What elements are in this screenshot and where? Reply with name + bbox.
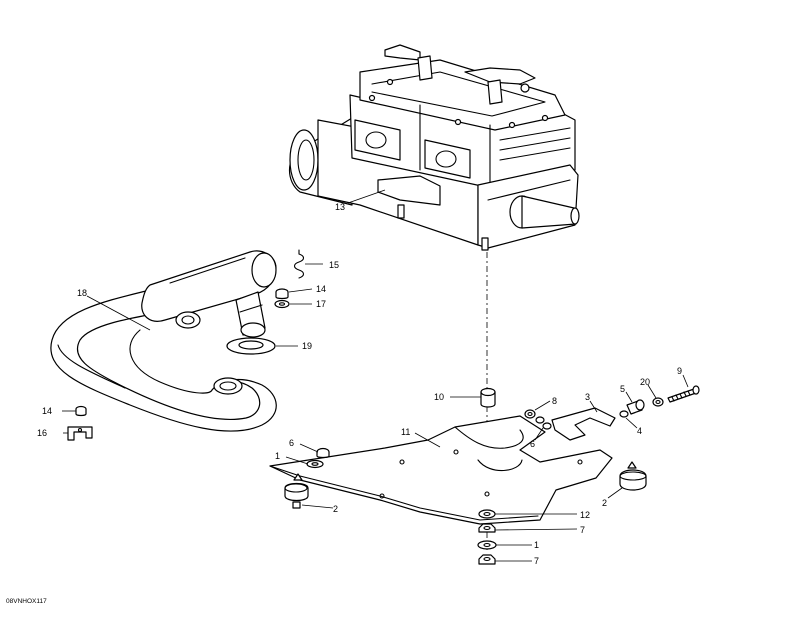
washer-part-1-center[interactable] bbox=[477, 540, 497, 550]
callout-6-left: 6 bbox=[289, 438, 294, 448]
callout-7-upper: 7 bbox=[580, 525, 585, 535]
ring-part-4[interactable] bbox=[619, 410, 629, 418]
callout-5: 5 bbox=[620, 384, 625, 394]
callout-1-center: 1 bbox=[534, 540, 539, 550]
spring-part-15[interactable] bbox=[293, 249, 305, 279]
muffler-assembly[interactable] bbox=[50, 250, 277, 432]
callout-14-left: 14 bbox=[42, 406, 52, 416]
callout-8: 8 bbox=[552, 396, 557, 406]
callout-16: 16 bbox=[37, 428, 47, 438]
callout-labels: 13 15 14 17 19 18 14 16 10 11 6 1 2 8 6 … bbox=[6, 202, 682, 605]
engine-assembly[interactable] bbox=[288, 44, 580, 251]
washer-part-17[interactable] bbox=[274, 299, 290, 309]
washer-part-6-right[interactable] bbox=[535, 416, 552, 430]
bolt-part-14-top[interactable] bbox=[275, 288, 289, 300]
nut-part-7-lower[interactable] bbox=[478, 554, 496, 565]
callout-15: 15 bbox=[329, 260, 339, 270]
engine-support-plate[interactable] bbox=[269, 415, 613, 525]
callout-4: 4 bbox=[637, 426, 642, 436]
callout-3: 3 bbox=[585, 392, 590, 402]
callout-9: 9 bbox=[677, 366, 682, 376]
bracket-part-16[interactable] bbox=[67, 426, 93, 441]
rubber-mount-part-2-left[interactable] bbox=[284, 473, 309, 509]
bracket-part-3[interactable] bbox=[551, 407, 616, 441]
callout-2-right: 2 bbox=[602, 498, 607, 508]
washer-part-6-left[interactable] bbox=[316, 447, 330, 459]
bolt-part-9[interactable] bbox=[667, 385, 700, 403]
nut-part-8[interactable] bbox=[524, 409, 536, 419]
bolt-part-14-left[interactable] bbox=[75, 405, 87, 417]
callout-10: 10 bbox=[434, 392, 444, 402]
spacer-part-10[interactable] bbox=[480, 387, 496, 408]
washer-part-20[interactable] bbox=[652, 397, 664, 407]
drawing-code: 08VNHOX117 bbox=[6, 598, 47, 605]
washer-part-1-left[interactable] bbox=[306, 459, 324, 469]
leader-lines bbox=[62, 189, 689, 562]
callout-17: 17 bbox=[316, 299, 326, 309]
callout-1-left: 1 bbox=[275, 451, 280, 461]
callout-6-right: 6 bbox=[530, 439, 535, 449]
callout-13: 13 bbox=[335, 202, 345, 212]
callout-2-left: 2 bbox=[333, 504, 338, 514]
callout-7-lower: 7 bbox=[534, 556, 539, 566]
callout-18: 18 bbox=[77, 288, 87, 298]
gasket-part-19[interactable] bbox=[226, 337, 276, 355]
callout-20: 20 bbox=[640, 377, 650, 387]
washer-part-12[interactable] bbox=[478, 509, 496, 519]
callout-12: 12 bbox=[580, 510, 590, 520]
callout-14-top: 14 bbox=[316, 284, 326, 294]
callout-11: 11 bbox=[401, 427, 410, 437]
nut-part-7-upper[interactable] bbox=[478, 523, 496, 533]
callout-19: 19 bbox=[302, 341, 312, 351]
rubber-mount-part-2-right[interactable] bbox=[619, 461, 647, 491]
bushing-part-5[interactable] bbox=[626, 399, 645, 415]
